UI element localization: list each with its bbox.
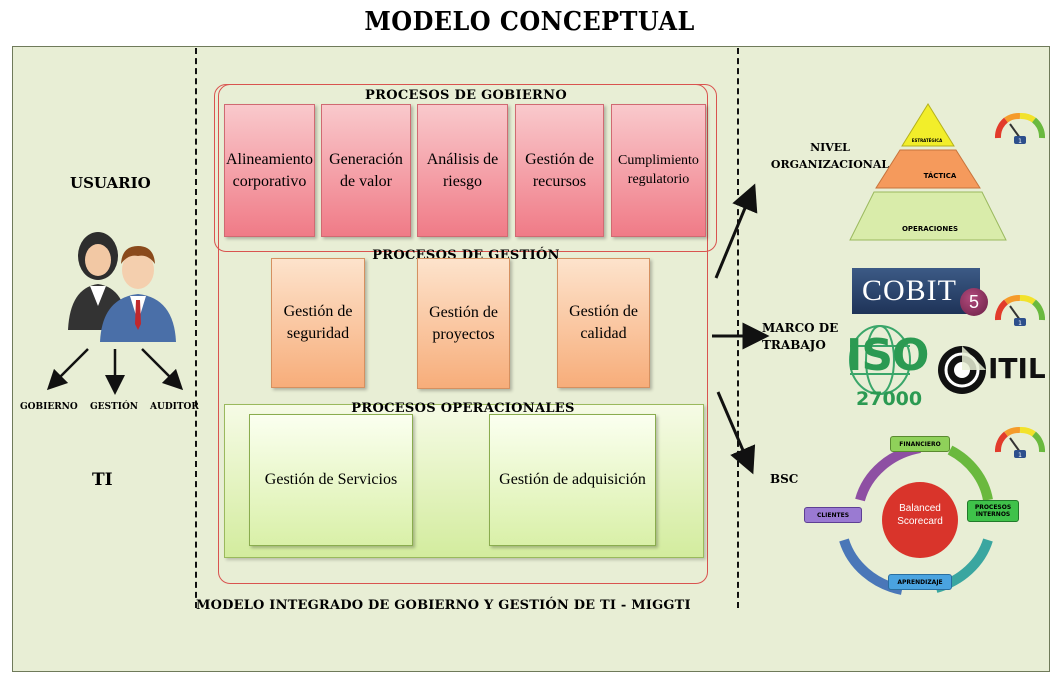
operacional-item-adquisicion: Gestión de adquisición <box>489 414 656 546</box>
marco-trabajo-label: MARCO DE TRABAJO <box>762 321 839 353</box>
itil-text: ITIL <box>988 352 1046 385</box>
bsc-label: BSC <box>770 472 799 486</box>
gobierno-frame <box>214 84 717 252</box>
gauge-icon: 1 <box>995 113 1045 145</box>
bsc-center: Balanced Scorecard <box>897 503 943 527</box>
operacionales-title: PROCESOS OPERACIONALES <box>351 401 575 416</box>
pyramid-operaciones: OPERACIONES <box>901 225 959 233</box>
pyramid-tactica: TÁCTICA <box>923 172 957 180</box>
iso-globe-icon <box>849 325 911 395</box>
cobit-logo: COBIT <box>852 268 980 314</box>
role-arrows <box>46 348 184 395</box>
pyramid-estrategica: ESTRATÉGICA <box>911 138 943 143</box>
page-title: MODELO CONCEPTUAL <box>364 7 696 37</box>
nivel-organizacional-label: NIVEL ORGANIZACIONAL <box>770 141 890 171</box>
gestion-item-seguridad: Gestión de seguridad <box>271 258 365 388</box>
gauge-icon: 1 <box>995 427 1045 459</box>
gobierno-title: PROCESOS DE GOBIERNO <box>365 88 567 103</box>
gobierno-item-generacion: Generación de valor <box>321 104 411 237</box>
gobierno-item-recursos: Gestión de recursos <box>515 104 604 237</box>
bsc-procesos-internos: PROCESOS INTERNOS <box>967 500 1019 522</box>
pyramid-chart <box>849 103 1007 241</box>
usuario-label: USUARIO <box>70 174 151 192</box>
role-gobierno: GOBIERNO <box>20 402 78 412</box>
operacional-item-servicios: Gestión de Servicios <box>249 414 413 546</box>
right-separator <box>737 48 739 608</box>
users-icon <box>68 232 176 342</box>
bsc-financiero: FINANCIERO <box>890 436 950 452</box>
gobierno-item-cumplimiento: Cumplimiento regulatorio <box>611 104 706 237</box>
gestion-item-proyectos: Gestión de proyectos <box>417 258 510 389</box>
itil-icon <box>938 346 986 394</box>
bsc-aprendizaje: APRENDIZAJE <box>888 574 952 590</box>
gauge-value: 1 <box>1018 138 1022 145</box>
cobit-text: COBIT <box>862 274 957 307</box>
gauge-value: 1 <box>1018 320 1022 327</box>
iso-number: 27000 <box>856 388 923 410</box>
ti-label: TI <box>92 470 113 490</box>
iso-text: ISO <box>846 330 929 381</box>
miggti-footer: MODELO INTEGRADO DE GOBIERNO Y GESTIÓN D… <box>196 598 691 613</box>
bsc-clientes: CLIENTES <box>804 507 862 523</box>
role-auditor: AUDITOR <box>150 402 199 412</box>
gestion-item-calidad: Gestión de calidad <box>557 258 650 388</box>
output-arrows <box>712 183 770 475</box>
title-bar: MODELO CONCEPTUAL <box>0 0 1060 44</box>
cobit-five-badge: 5 <box>960 288 988 316</box>
gobierno-item-analisis: Análisis de riesgo <box>417 104 508 237</box>
left-separator <box>195 48 197 608</box>
role-gestion: GESTIÓN <box>90 402 139 412</box>
gauge-icon: 1 <box>995 295 1045 327</box>
gobierno-item-alineamiento: Alineamiento corporativo <box>224 104 315 237</box>
gauge-value: 1 <box>1018 452 1022 459</box>
